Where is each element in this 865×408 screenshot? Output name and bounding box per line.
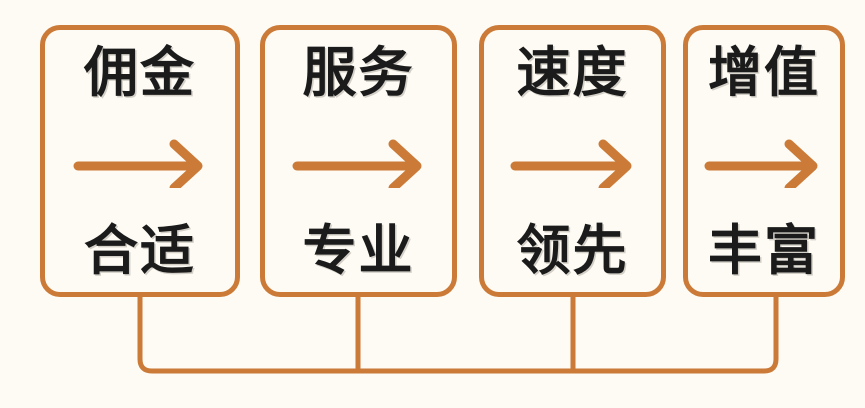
arrow-right-icon bbox=[289, 136, 429, 188]
arrow-right-icon bbox=[703, 136, 825, 188]
card-2-from-label: 服务 bbox=[302, 43, 415, 103]
card-2-to-label: 专业 bbox=[302, 221, 415, 281]
value-card-4[interactable]: 增值 丰富 bbox=[683, 25, 845, 297]
value-card-1[interactable]: 佣金 合适 bbox=[40, 25, 240, 297]
card-4-to-label: 丰富 bbox=[708, 221, 820, 281]
card-4-from-label: 增值 bbox=[708, 43, 820, 103]
card-3-to-label: 领先 bbox=[516, 221, 629, 281]
arrow-right-icon bbox=[507, 136, 639, 188]
arrow-right-icon bbox=[70, 136, 210, 188]
card-1-from-label: 佣金 bbox=[84, 43, 196, 103]
value-card-3[interactable]: 速度 领先 bbox=[479, 25, 666, 297]
card-3-from-label: 速度 bbox=[516, 43, 629, 103]
value-card-2[interactable]: 服务 专业 bbox=[260, 25, 457, 297]
card-1-to-label: 合适 bbox=[84, 221, 196, 281]
